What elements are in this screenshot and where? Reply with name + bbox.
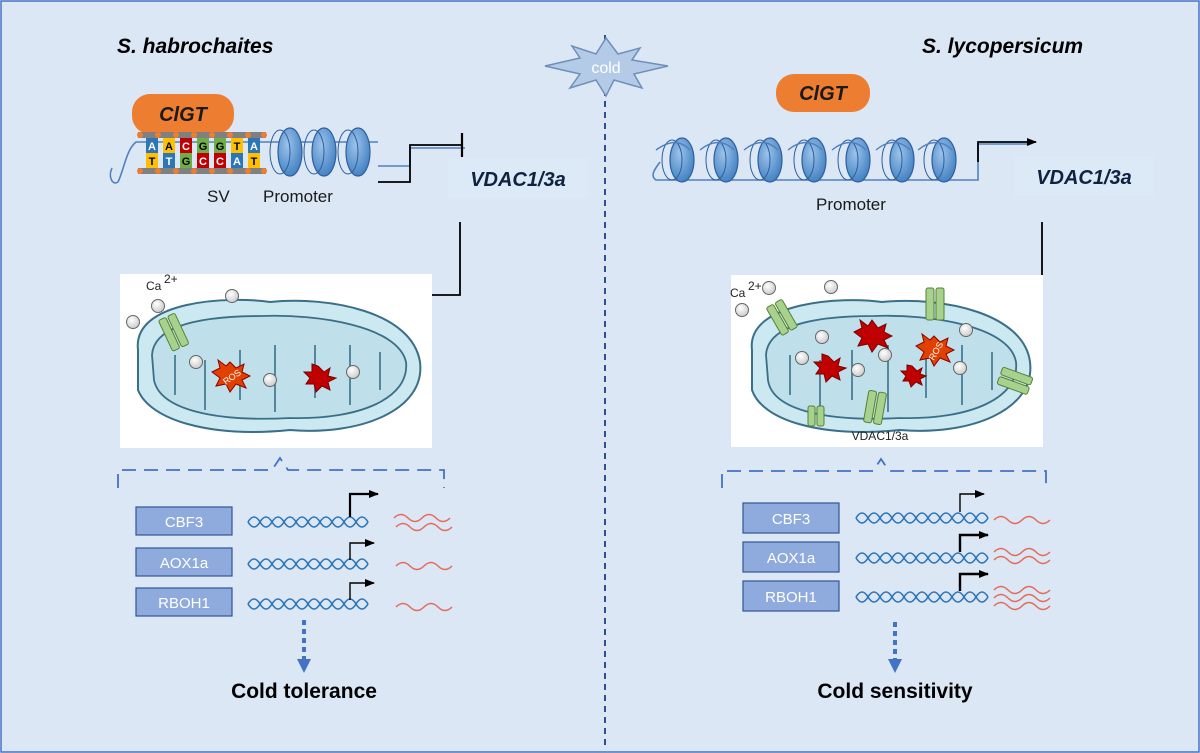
left-tss-arrow [348, 490, 379, 517]
left-nuc-top-4: G [199, 141, 208, 153]
left-nuc-top-6: T [234, 141, 241, 153]
right-tss-arrow [977, 138, 1037, 162]
right-ca-ion [735, 303, 749, 317]
left-ca-ion [225, 289, 239, 303]
left-gene-box: VDAC1/3a [448, 158, 588, 198]
right-gene-label: VDAC1/3a [1036, 167, 1132, 189]
left-ca-ion [189, 355, 203, 369]
left-nuc-top-7: A [250, 141, 258, 153]
right-dashed-brace [721, 457, 1047, 488]
right-ca-ion [762, 281, 776, 295]
right-ca-ion [795, 351, 809, 365]
right-ca-charge: 2+ [748, 279, 762, 293]
right-gene-list: CBF3 AOX1a RBOH1 [742, 502, 840, 612]
left-nuc-top-1: A [148, 141, 156, 153]
left-tss-arrow [349, 579, 375, 600]
right-ca-ion [878, 348, 892, 362]
left-mitochondrion [136, 298, 422, 433]
left-nuc-top-3: C [182, 141, 190, 153]
left-nuc-bottom-4: C [199, 156, 207, 168]
right-vdac-channel [807, 405, 825, 427]
left-tss-arrow [349, 539, 375, 560]
right-ros-burst: ROS [915, 332, 956, 367]
right-ca-label: Ca [730, 286, 746, 300]
right-tss-arrow [958, 570, 989, 591]
left-sv-label: SV [207, 187, 230, 206]
right-promoter-label: Promoter [816, 195, 886, 214]
right-gene-aox1a: AOX1a [767, 550, 816, 567]
left-ros-spark [302, 363, 338, 393]
right-outcome: Cold sensitivity [817, 680, 973, 703]
right-species-title: S. lycopersicum [922, 35, 1083, 58]
right-ca-ion [815, 330, 829, 344]
cold-label: cold [591, 60, 620, 77]
right-gene-box: VDAC1/3a [1014, 156, 1154, 196]
right-cigt-badge: ClGT [776, 74, 870, 112]
right-vdac-channel [766, 299, 798, 336]
left-nuc-bottom-3: G [182, 156, 191, 168]
right-vdac-channel [863, 389, 887, 425]
left-promoter-label: Promoter [263, 187, 333, 206]
right-gene-cbf3: CBF3 [772, 511, 810, 528]
left-mrna [393, 513, 453, 612]
right-ca-ion [824, 280, 838, 294]
right-vdac-channel [925, 287, 945, 321]
left-sv-ladder: A A C G G T A T T G C C A T [137, 132, 267, 174]
right-vdac-channel [996, 366, 1034, 395]
right-panel: S. lycopersicum ClGT Promoter VDAC1/3a [652, 35, 1154, 703]
left-gene-rboh1: RBOH1 [158, 595, 210, 612]
left-ca-ion [126, 315, 140, 329]
left-ca-ion [263, 373, 277, 387]
right-mrna [993, 515, 1051, 611]
left-vdac-channel [158, 313, 189, 352]
left-gene-label: VDAC1/3a [470, 169, 566, 191]
left-gene-aox1a: AOX1a [160, 555, 209, 572]
left-dna-helices [247, 516, 369, 610]
left-nucleosomes [269, 127, 371, 177]
left-dashed-brace [117, 456, 445, 488]
right-ca-ion [959, 323, 973, 337]
left-ros-burst: ROS [211, 358, 252, 393]
left-ca-ion [346, 365, 360, 379]
right-cigt-label: ClGT [799, 83, 849, 105]
right-channel-label: VDAC1/3a [852, 429, 909, 443]
right-dna-helices [855, 512, 989, 603]
left-nuc-top-2: A [165, 141, 173, 153]
left-nuc-bottom-2: T [166, 156, 173, 168]
left-nuc-bottom-6: A [233, 156, 241, 168]
left-gene-cbf3: CBF3 [165, 514, 203, 531]
left-nuc-bottom-7: T [251, 156, 258, 168]
right-gene-rboh1: RBOH1 [765, 589, 817, 606]
cold-burst: cold [544, 36, 669, 98]
left-gene-list: CBF3 AOX1a RBOH1 [135, 506, 233, 617]
left-nuc-top-5: G [216, 141, 225, 153]
left-nuc-bottom-1: T [149, 156, 156, 168]
left-panel: S. habrochaites ClGT A A C G G [109, 35, 588, 703]
left-ca-label: Ca [146, 279, 162, 293]
right-ca-ion [953, 361, 967, 375]
left-outcome: Cold tolerance [231, 680, 377, 703]
left-ca-charge: 2+ [164, 272, 178, 286]
right-ros-spark [853, 318, 894, 353]
left-cigt-label: ClGT [159, 104, 209, 126]
right-dna-strand [652, 143, 1030, 181]
right-ca-ion [851, 363, 865, 377]
left-species-title: S. habrochaites [117, 35, 273, 58]
left-nuc-bottom-5: C [216, 156, 224, 168]
left-ca-ion [151, 299, 165, 313]
right-ros-spark [812, 353, 848, 383]
right-ros-spark [899, 364, 928, 388]
left-cigt-badge: ClGT [132, 94, 234, 134]
right-tss-arrow [958, 531, 989, 552]
right-tss-arrow [959, 490, 985, 512]
